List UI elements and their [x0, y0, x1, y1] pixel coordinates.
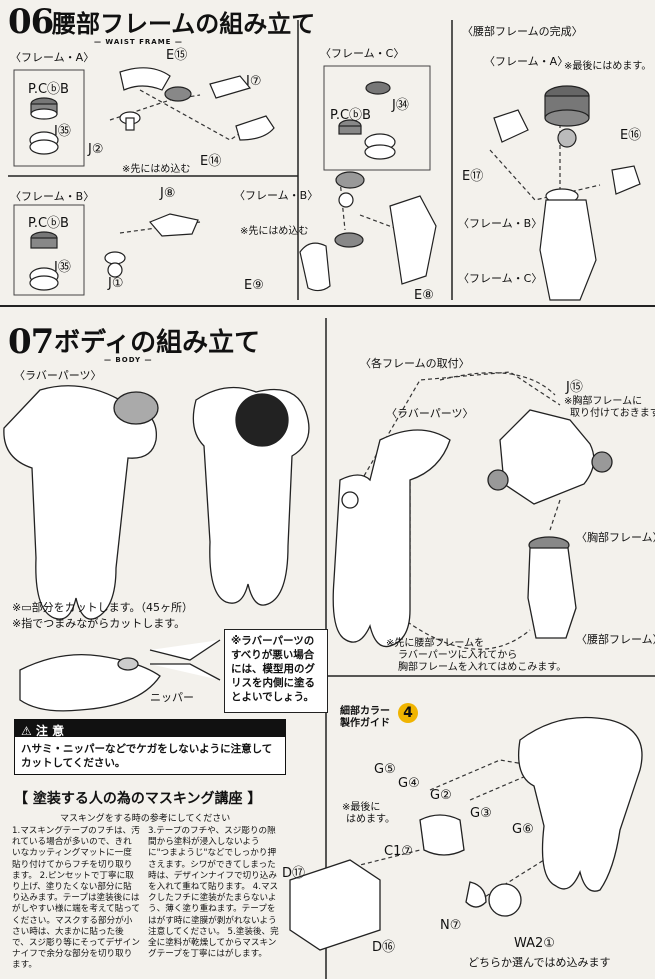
- masking-title: 【 塗装する人の為のマスキング講座 】: [14, 791, 262, 807]
- warning-body: ハサミ・ニッパーなどでケガをしないように注意して カットしてください。: [21, 742, 272, 770]
- note-first-b: ※先にはめ込む: [240, 226, 309, 237]
- last-note-1: ※最後に: [342, 802, 381, 813]
- frame-b-inner-label: 〈フレーム・B〉: [234, 189, 319, 202]
- section06-title: 腰部フレームの組み立て: [52, 9, 316, 38]
- warning-box: ⚠ 注 意 ハサミ・ニッパーなどでケガをしないように注意して カットしてください…: [14, 719, 286, 775]
- section07-title: ボディの組み立て: [54, 328, 261, 358]
- warning-head: ⚠ 注 意: [15, 720, 285, 738]
- j15-note-1: ※胸部フレームに: [564, 396, 643, 407]
- part-g3: G③: [470, 806, 492, 821]
- part-pcb-a: P.CⓑB: [28, 82, 69, 97]
- section07-subtitle: — BODY —: [104, 356, 153, 364]
- either-note: どちらか選んではめ込みます: [468, 956, 611, 969]
- part-d16: D⑯: [372, 940, 396, 955]
- part-g4: G④: [398, 776, 420, 791]
- section06-number: 06: [8, 2, 54, 42]
- complete-frame-b-label: 〈フレーム・B〉: [458, 217, 543, 230]
- frame-b-label: 〈フレーム・B〉: [10, 190, 95, 203]
- first-note-3: 胸部フレームを入れてはめこみます。: [398, 662, 567, 673]
- frames-attach-label: 〈各フレームの取付〉: [360, 357, 470, 370]
- j15-note-2: 取り付けておきます。: [570, 408, 655, 419]
- part-j2: J②: [88, 142, 104, 157]
- pinch-note: ※指でつまみながらカットします。: [12, 617, 186, 630]
- guide-number-badge: 4: [398, 703, 418, 723]
- part-c17: C1⑦: [384, 844, 414, 859]
- section06-subtitle: — WAIST FRAME —: [94, 38, 183, 46]
- masking-subtitle: マスキングをする時の参考にしてください: [60, 814, 231, 824]
- part-j15: J⑮: [566, 380, 583, 395]
- masking-column-2: 3.テープのフチや、スジ彫りの隙間から塗料が浸入しないように"つまようじ"などで…: [148, 826, 279, 960]
- part-e9: E⑨: [244, 278, 264, 293]
- detail-label-2: 製作ガイド: [340, 718, 390, 729]
- part-wa2: WA2①: [514, 936, 555, 951]
- nipper-label: ニッパー: [150, 691, 194, 704]
- part-j34: J㉞: [392, 98, 409, 113]
- part-pcb-b: P.CⓑB: [28, 216, 69, 231]
- warning-head-text: ⚠ 注 意: [21, 724, 65, 738]
- part-e17: E⑰: [462, 169, 484, 184]
- cut-note: ※▭部分をカットします。（45ヶ所）: [12, 601, 194, 614]
- masking-column-1: 1.マスキングテープのフチは、汚れている場合が多いので、きれいなカッティングマッ…: [12, 826, 140, 971]
- part-e15: E⑮: [166, 48, 188, 63]
- part-d17: D⑰: [282, 866, 306, 881]
- part-j7: J⑦: [246, 74, 262, 89]
- part-g6: G⑥: [512, 822, 534, 837]
- first-note-1: ※先に腰部フレームを: [386, 638, 485, 649]
- part-j1: J①: [108, 276, 124, 291]
- part-g5: G⑤: [374, 762, 396, 777]
- part-e8: E⑧: [414, 288, 434, 303]
- grease-note: ※ラバーパーツのすべりが悪い場合には、模型用のグリスを内側に塗るとよいでしょう。: [224, 629, 328, 713]
- waist-frame-label: 〈腰部フレーム〉: [576, 633, 655, 646]
- part-j8: J⑧: [160, 186, 176, 201]
- first-note-2: ラバーパーツに入れてから: [398, 650, 518, 661]
- complete-frame-c-label: 〈フレーム・C〉: [458, 272, 543, 285]
- part-e16: E⑯: [620, 128, 642, 143]
- complete-label: 〈腰部フレームの完成〉: [462, 25, 583, 38]
- rubber-parts-inner-label: 〈ラバーパーツ〉: [386, 407, 474, 420]
- part-e14: E⑭: [200, 154, 222, 169]
- last-note-2: はめます。: [346, 814, 395, 825]
- detail-label-1: 細部カラー: [340, 706, 390, 717]
- part-g2: G②: [430, 788, 452, 803]
- section07-number: 07: [8, 322, 54, 362]
- note-last-fit: ※最後にはめます。: [564, 61, 652, 72]
- note-first-a: ※先にはめ込む: [122, 164, 191, 175]
- chest-frame-label: 〈胸部フレーム〉: [576, 531, 655, 544]
- rubber-label: 〈ラバーパーツ〉: [14, 369, 102, 382]
- part-j35-b: J㉟: [54, 260, 71, 275]
- part-j35-a: J㉟: [54, 124, 71, 139]
- frame-c-label: 〈フレーム・C〉: [320, 47, 405, 60]
- waist-frame-drawings: [29, 67, 641, 301]
- warning-body-2: カットしてください。: [21, 757, 126, 769]
- part-n7: N⑦: [440, 918, 462, 933]
- complete-frame-a-label: 〈フレーム・A〉: [484, 55, 569, 68]
- frame-a-label: 〈フレーム・A〉: [10, 51, 95, 64]
- part-pcb-c: P.CⓑB: [330, 108, 371, 123]
- warning-body-1: ハサミ・ニッパーなどでケガをしないように注意して: [21, 743, 273, 755]
